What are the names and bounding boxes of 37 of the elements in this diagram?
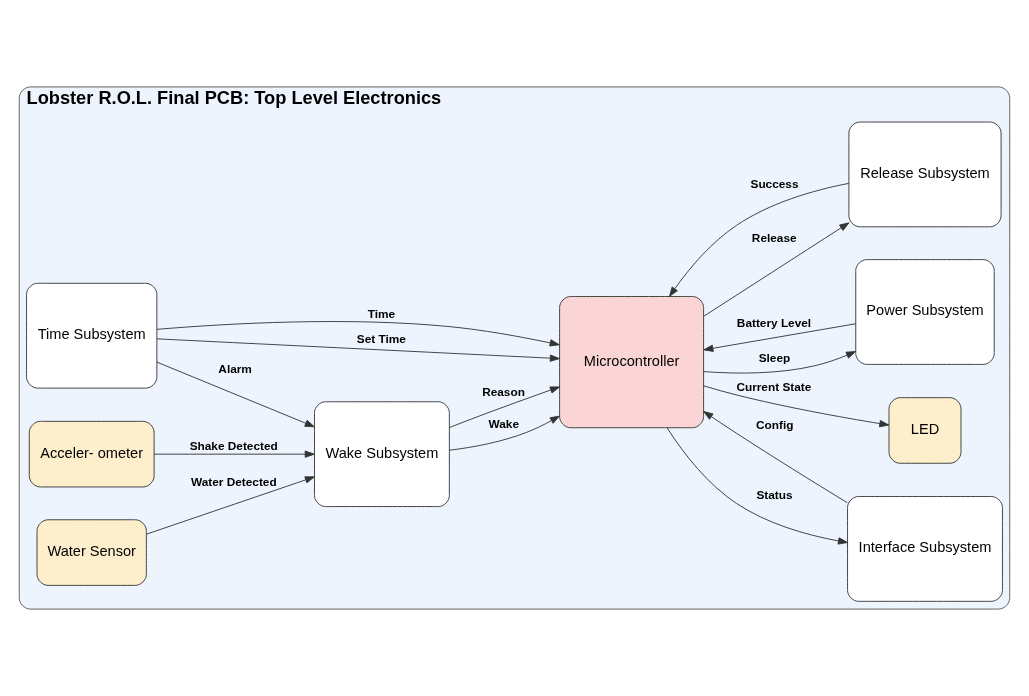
edge-label: Battery Level <box>736 315 812 330</box>
edge-label: Current State <box>736 379 812 394</box>
arrow <box>703 323 856 352</box>
arrow <box>156 338 560 362</box>
edge-label: Wake <box>488 417 519 432</box>
arrow <box>449 386 560 428</box>
arrow <box>146 476 315 535</box>
edge-label: Water Detected <box>191 474 277 489</box>
node-box: Time Subsystem <box>26 282 158 389</box>
edge-label: Release <box>751 231 797 246</box>
node-box: Power Subsystem <box>855 259 995 365</box>
arrow <box>669 182 850 297</box>
arrow <box>703 411 848 504</box>
edge-label: Sleep <box>758 350 791 365</box>
arrow <box>703 351 857 374</box>
arrow <box>156 361 315 428</box>
arrow <box>449 415 560 451</box>
arrow <box>666 427 848 545</box>
arrow <box>153 450 315 458</box>
arrow <box>703 385 890 428</box>
arrow <box>703 222 850 317</box>
arrow <box>156 321 560 347</box>
node-box: Microcontroller <box>559 296 705 429</box>
edge-label: Status <box>756 488 793 503</box>
node-box: LED <box>888 397 962 464</box>
node-box: Release Subsystem <box>848 121 1002 228</box>
edge-label: Config <box>755 418 794 433</box>
edge-label: Alarm <box>218 362 252 377</box>
node-box: Acceler- ometer <box>28 420 155 488</box>
edge-label: Success <box>750 176 799 191</box>
edge-label: Time <box>367 306 396 321</box>
edge-label: Set Time <box>356 332 406 347</box>
node-box: Interface Subsystem <box>847 496 1003 602</box>
edge-label: Shake Detected <box>189 438 278 453</box>
edge-label: Reason <box>482 385 525 400</box>
node-box: Water Sensor <box>36 519 147 586</box>
node-box: Wake Subsystem <box>314 401 450 507</box>
